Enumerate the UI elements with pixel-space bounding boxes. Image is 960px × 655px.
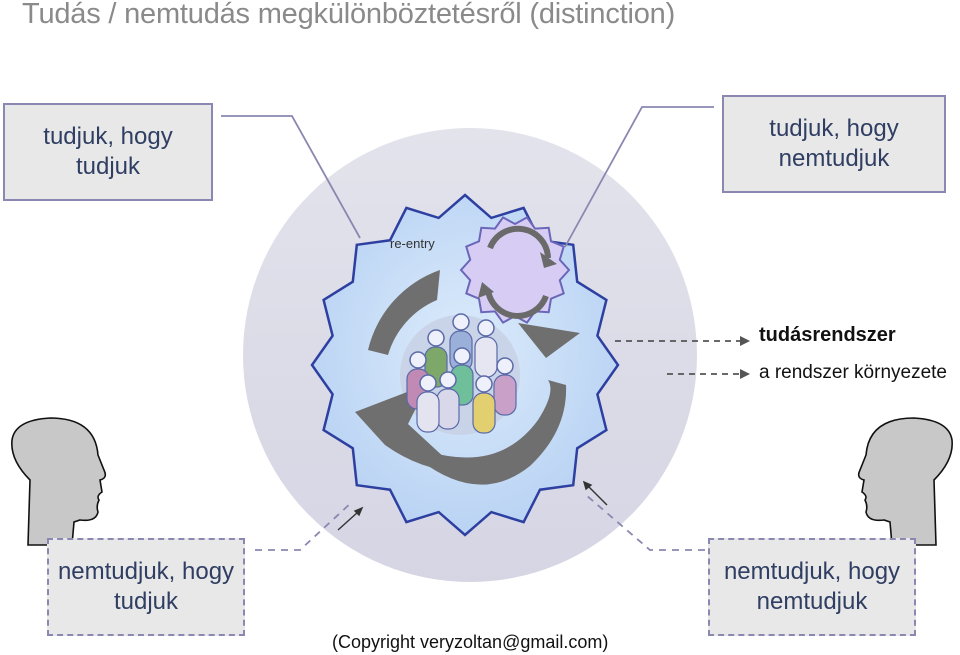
people-group-icon bbox=[406, 313, 517, 434]
head-silhouette-icon bbox=[11, 417, 107, 546]
box-unknown-unknown: nemtudjuk, hogy nemtudjuk bbox=[708, 538, 916, 636]
leader-line-bottom-right bbox=[585, 494, 705, 551]
box-line-1: nemtudjuk, hogy bbox=[723, 558, 901, 585]
box-line-1: tudjuk, hogy bbox=[769, 115, 899, 142]
pointer-arrow-icon bbox=[337, 480, 608, 531]
leader-line-bottom-left bbox=[255, 501, 353, 551]
box-known-known: tudjuk, hogy tudjuk bbox=[3, 103, 213, 201]
box-line-2: nemtudjuk bbox=[778, 145, 890, 172]
box-line-1: nemtudjuk, hogy bbox=[57, 558, 235, 585]
box-line-2: nemtudjuk bbox=[756, 588, 868, 615]
person-figure bbox=[472, 375, 496, 434]
legend-system-label: tudásrendszer bbox=[759, 324, 896, 346]
box-unknown-known: nemtudjuk, hogy tudjuk bbox=[47, 538, 245, 636]
reentry-arrowhead-1 bbox=[540, 252, 557, 268]
box-line-1: tudjuk, hogy bbox=[43, 123, 173, 150]
legend-arrow-environment bbox=[667, 369, 750, 379]
person-figure bbox=[493, 357, 517, 416]
box-line-2: tudjuk bbox=[75, 153, 141, 180]
leader-line-top-left bbox=[221, 115, 361, 239]
cycle-arrows-icon bbox=[355, 270, 580, 485]
legend-environment-label: a rendszer környezete bbox=[759, 362, 947, 383]
copyright-footer: (Copyright veryzoltan@gmail.com) bbox=[332, 632, 609, 652]
reentry-arrowhead-2 bbox=[478, 282, 494, 298]
legend-arrow-system bbox=[615, 336, 750, 346]
leader-line-top-right bbox=[564, 106, 714, 248]
person-figure bbox=[416, 374, 440, 433]
person-figure bbox=[474, 319, 498, 378]
person-figure bbox=[436, 371, 460, 430]
box-known-unknown: tudjuk, hogy nemtudjuk bbox=[722, 95, 946, 193]
box-line-2: tudjuk bbox=[113, 588, 179, 615]
reentry-cycle-icon bbox=[485, 225, 551, 319]
reentry-label: re-entry bbox=[390, 236, 435, 251]
page-title: Tudás / nemtudás megkülönböztetésről (di… bbox=[22, 0, 676, 30]
head-silhouette-icon bbox=[857, 417, 953, 546]
